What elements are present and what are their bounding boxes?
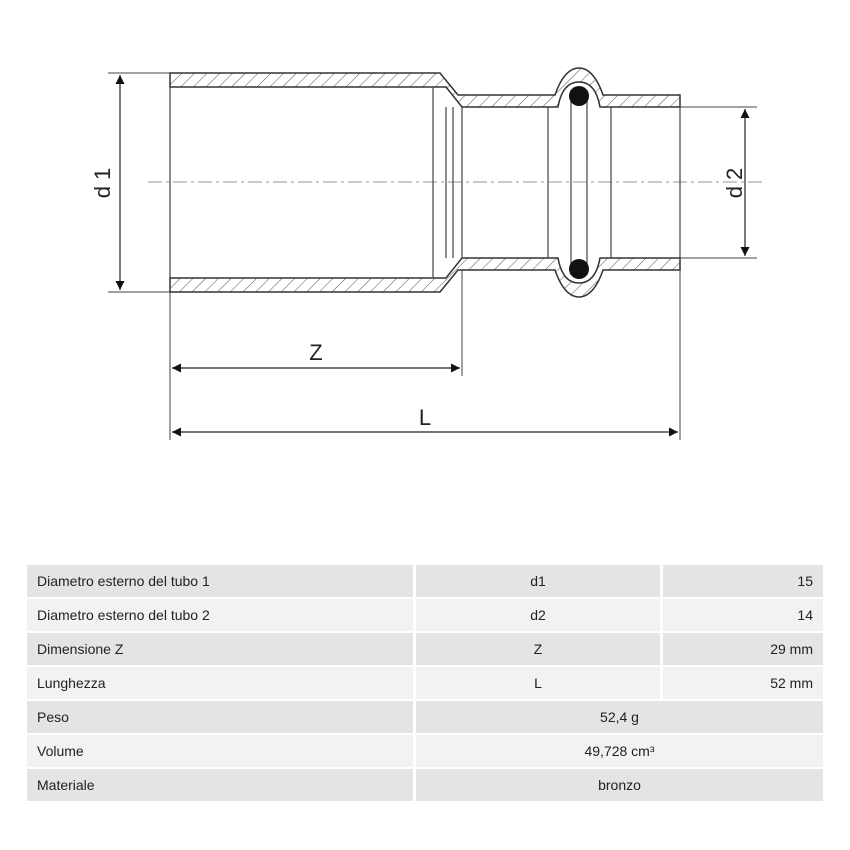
specifications-table: Diametro esterno del tubo 1 d1 15 Diamet… [27,563,823,803]
row-label: Peso [27,701,413,733]
d1-label: d 1 [90,168,115,199]
row-value: 49,728 cm³ [413,735,823,767]
l-label: L [419,405,431,430]
table-row: Diametro esterno del tubo 1 d1 15 [27,565,823,597]
row-symbol: Z [413,633,660,665]
row-symbol: d2 [413,599,660,631]
table-row: Lunghezza L 52 mm [27,667,823,699]
table-row: Peso 52,4 g [27,701,823,733]
o-ring-bottom [569,259,589,279]
fitting-technical-drawing: d 1 d 2 Z L [90,67,762,440]
row-label: Materiale [27,769,413,801]
d2-label: d 2 [722,168,747,199]
z-label: Z [309,340,322,365]
table-row: Materiale bronzo [27,769,823,801]
row-label: Diametro esterno del tubo 1 [27,565,413,597]
fitting-inner-lines [169,87,681,278]
table-row: Dimensione Z Z 29 mm [27,633,823,665]
row-label: Volume [27,735,413,767]
row-value: 14 [660,599,823,631]
row-value: 52,4 g [413,701,823,733]
extension-lines [108,72,757,440]
row-symbol: L [413,667,660,699]
row-symbol: d1 [413,565,660,597]
row-label: Lunghezza [27,667,413,699]
row-label: Diametro esterno del tubo 2 [27,599,413,631]
row-value: bronzo [413,769,823,801]
row-value: 29 mm [660,633,823,665]
row-value: 52 mm [660,667,823,699]
o-ring-top [569,86,589,106]
row-value: 15 [660,565,823,597]
table-row: Volume 49,728 cm³ [27,735,823,767]
table-row: Diametro esterno del tubo 2 d2 14 [27,599,823,631]
fitting-wall-top [169,67,681,108]
fitting-wall-bottom [169,257,681,298]
row-label: Dimensione Z [27,633,413,665]
